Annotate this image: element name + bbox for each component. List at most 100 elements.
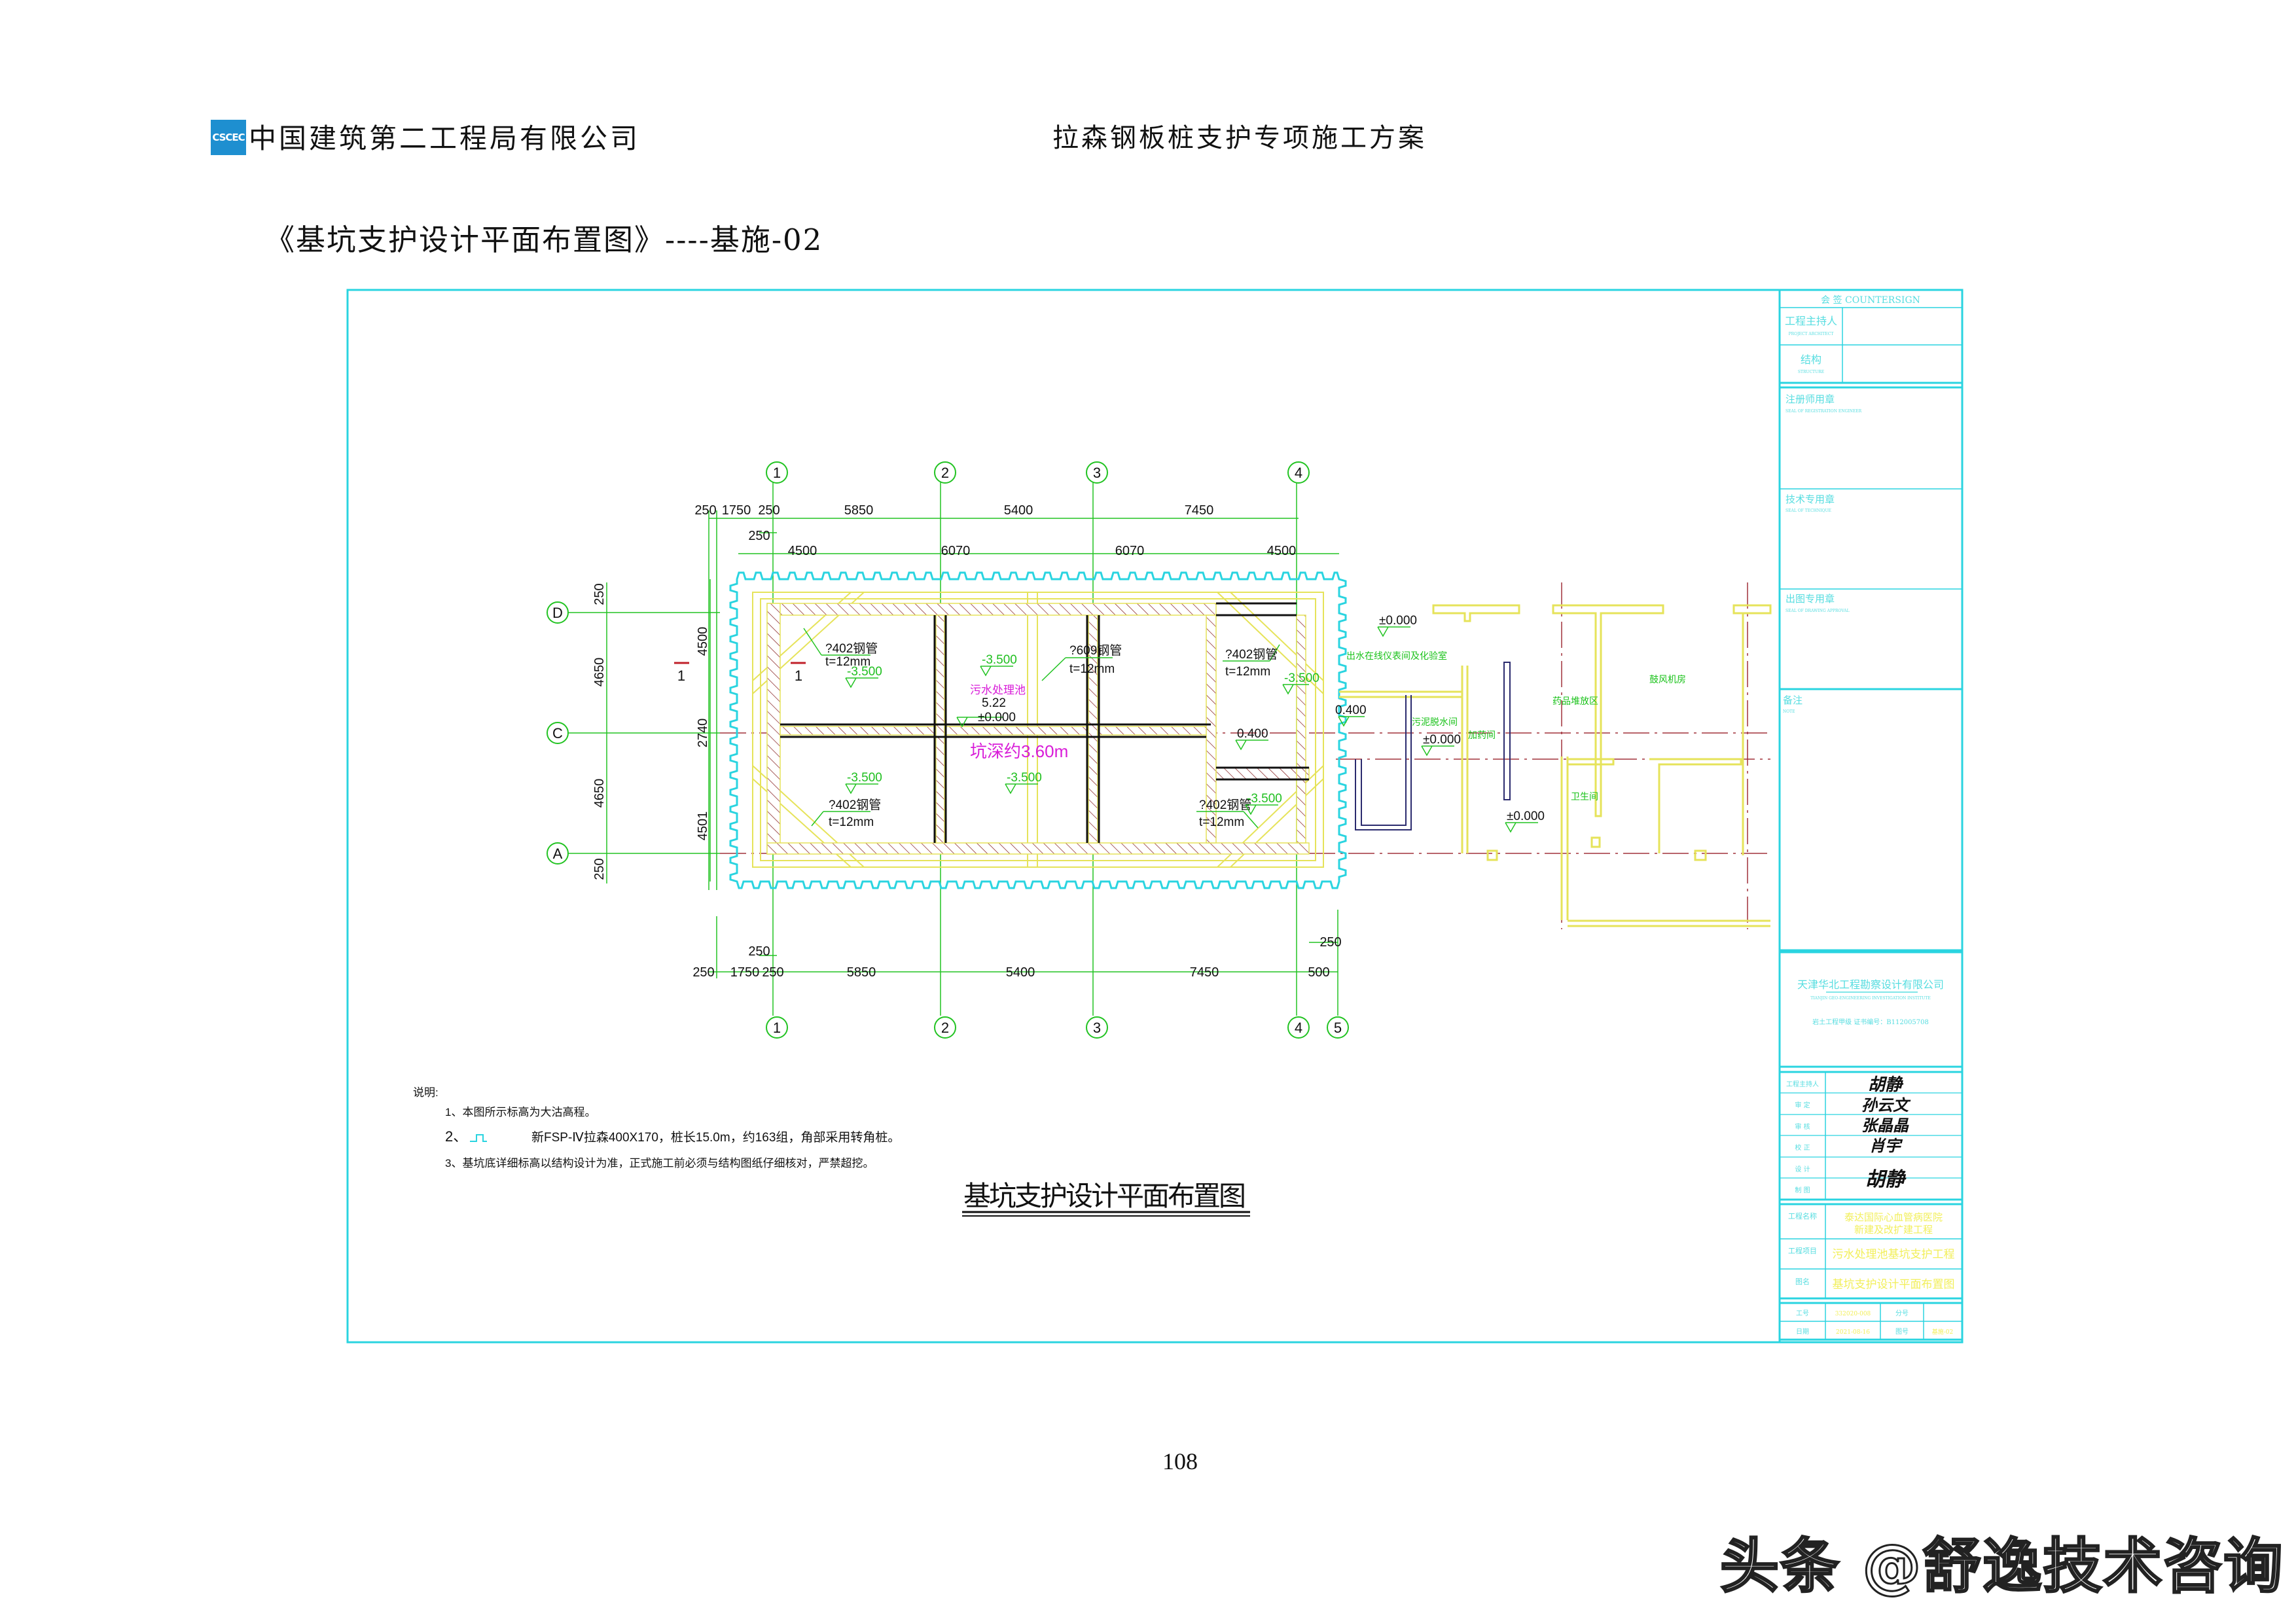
signature: 胡静	[1868, 1075, 1904, 1095]
signature: 孙云文	[1861, 1096, 1911, 1115]
svg-text:332020-008: 332020-008	[1835, 1311, 1871, 1317]
svg-text:-3.500: -3.500	[1007, 771, 1042, 785]
svg-text:4500: 4500	[788, 544, 817, 558]
grid-bubble-5-bottom: 5	[1327, 1016, 1349, 1039]
svg-text:±0.000: ±0.000	[1423, 733, 1461, 747]
svg-text:250: 250	[748, 944, 770, 959]
svg-text:5: 5	[1334, 1020, 1342, 1036]
svg-text:C: C	[552, 725, 563, 741]
svg-text:3: 3	[1093, 465, 1101, 481]
svg-text:泰达国际心血管病医院: 泰达国际心血管病医院	[1844, 1211, 1943, 1223]
svg-text:备注: 备注	[1783, 694, 1803, 706]
svg-text:250: 250	[592, 858, 607, 880]
svg-text:-3.500: -3.500	[847, 665, 882, 679]
svg-text:-3.500: -3.500	[847, 771, 882, 785]
sheet-pile-wall	[729, 571, 1347, 889]
svg-text:制 图: 制 图	[1795, 1186, 1810, 1194]
svg-text:药品堆放区: 药品堆放区	[1552, 696, 1598, 707]
elevation-text: -3.500 -3.500 -3.500 -3.500 -3.500 -3.50…	[847, 614, 1545, 823]
svg-text:?402钢管: ?402钢管	[829, 798, 881, 812]
svg-text:污水处理池: 污水处理池	[970, 684, 1026, 697]
grid-bubble-3-top: 3	[1086, 461, 1108, 484]
grid-axes	[568, 482, 1338, 1016]
svg-text:1、本图所示标高为大沽高程。: 1、本图所示标高为大沽高程。	[445, 1106, 596, 1118]
svg-text:±0.000: ±0.000	[1507, 810, 1545, 823]
svg-text:设 计: 设 计	[1795, 1165, 1810, 1173]
page-number: 108	[1162, 1448, 1198, 1474]
svg-text:1: 1	[677, 668, 685, 684]
dimension-text: 250 1750 250 5850 5400 7450 250 4500 607…	[592, 503, 1342, 980]
svg-text:图号: 图号	[1895, 1328, 1909, 1336]
svg-text:坑深约3.60m: 坑深约3.60m	[970, 741, 1068, 761]
svg-text:-3.500: -3.500	[1284, 671, 1319, 685]
svg-text:0.400: 0.400	[1237, 727, 1268, 741]
svg-text:?402钢管: ?402钢管	[1225, 647, 1278, 662]
svg-text:SEAL OF DRAWING APPROVAL: SEAL OF DRAWING APPROVAL	[1785, 609, 1850, 613]
svg-text:6070: 6070	[1115, 544, 1145, 558]
svg-text:2: 2	[941, 465, 949, 481]
room-labels: 出水在线仪表间及化验室 污泥脱水间 加药间 药品堆放区 鼓风机房 卫生间	[1346, 651, 1686, 802]
svg-text:?402钢管: ?402钢管	[1199, 798, 1251, 812]
svg-text:3: 3	[1093, 1020, 1101, 1036]
grid-bubble-4-bottom: 4	[1287, 1016, 1310, 1039]
dimension-lines	[606, 510, 1339, 978]
svg-text:t=12mm: t=12mm	[825, 655, 870, 669]
svg-text:4501: 4501	[696, 812, 710, 841]
svg-text:5400: 5400	[1006, 965, 1035, 980]
svg-text:技术专用章: 技术专用章	[1785, 493, 1835, 505]
grid-bubble-2-top: 2	[934, 461, 956, 484]
svg-text:基坑支护设计平面布置图: 基坑支护设计平面布置图	[1833, 1278, 1955, 1291]
svg-text:5850: 5850	[844, 503, 874, 518]
svg-text:岩土工程甲级 证书编号：B112005708: 岩土工程甲级 证书编号：B112005708	[1812, 1018, 1929, 1026]
svg-text:A: A	[553, 846, 563, 862]
svg-text:会 签 COUNTERSIGN: 会 签 COUNTERSIGN	[1821, 294, 1920, 306]
pool-labels: 污水处理池 5.22 ±0.000 坑深约3.60m	[970, 684, 1068, 761]
svg-text:250: 250	[592, 583, 607, 605]
svg-text:工程主持人: 工程主持人	[1785, 315, 1837, 327]
svg-text:250: 250	[748, 529, 770, 543]
grid-bubble-A: A	[547, 842, 569, 865]
svg-text:1: 1	[773, 1020, 781, 1036]
signature: 肖宇	[1869, 1136, 1903, 1155]
svg-text:250: 250	[692, 965, 714, 980]
svg-text:250: 250	[762, 965, 783, 980]
grid-bubble-D: D	[547, 601, 569, 624]
svg-text:图名: 图名	[1795, 1277, 1810, 1286]
svg-text:SEAL OF REGISTRATION ENGINEER: SEAL OF REGISTRATION ENGINEER	[1785, 409, 1862, 414]
svg-text:审 核: 审 核	[1795, 1122, 1810, 1131]
svg-text:-3.500: -3.500	[1247, 792, 1282, 806]
svg-text:注册师用章: 注册师用章	[1785, 393, 1835, 405]
signature: 胡静	[1865, 1168, 1907, 1191]
svg-text:污水处理池基坑支护工程: 污水处理池基坑支护工程	[1833, 1248, 1955, 1261]
notes: 说明: 1、本图所示标高为大沽高程。 2、 新FSP-Ⅳ拉森400X170，桩长…	[413, 1086, 900, 1169]
svg-text:2740: 2740	[696, 719, 710, 748]
grid-bubble-1-bottom: 1	[766, 1016, 788, 1039]
svg-text:STRUCTURE: STRUCTURE	[1798, 370, 1824, 374]
svg-text:4650: 4650	[592, 779, 607, 808]
svg-text:3、基坑底详细标高以结构设计为准，正式施工前必须与结构图纸仔: 3、基坑底详细标高以结构设计为准，正式施工前必须与结构图纸仔细核对，严禁超挖。	[445, 1157, 874, 1169]
watermark: 头条 @舒逸技术咨询	[1719, 1531, 2284, 1602]
company-name: 中国建筑第二工程局有限公司	[249, 122, 641, 154]
pool-walls	[766, 603, 1310, 855]
grid-bubbles: 1 2 3 4 1 2 3 4 5 D C A	[547, 461, 1349, 1039]
svg-text:卫生间: 卫生间	[1571, 792, 1598, 802]
svg-text:5400: 5400	[1004, 503, 1033, 518]
svg-text:250: 250	[694, 503, 716, 518]
svg-text:TIANJIN GEO-ENGINEERING INVEST: TIANJIN GEO-ENGINEERING INVESTIGATION IN…	[1810, 996, 1930, 1001]
svg-text:天津华北工程勘察设计有限公司: 天津华北工程勘察设计有限公司	[1797, 978, 1944, 991]
svg-text:日期: 日期	[1796, 1328, 1809, 1336]
svg-text:工程主持人: 工程主持人	[1786, 1080, 1819, 1088]
svg-text:4500: 4500	[1267, 544, 1297, 558]
sheet-pile-symbol-icon	[470, 1134, 487, 1142]
axis-centerlines	[720, 582, 1770, 929]
svg-text:结构: 结构	[1801, 353, 1821, 366]
svg-text:?609钢管: ?609钢管	[1069, 643, 1122, 658]
svg-text:t=12mm: t=12mm	[829, 815, 874, 829]
svg-text:1: 1	[773, 465, 781, 481]
svg-text:1: 1	[795, 668, 802, 684]
